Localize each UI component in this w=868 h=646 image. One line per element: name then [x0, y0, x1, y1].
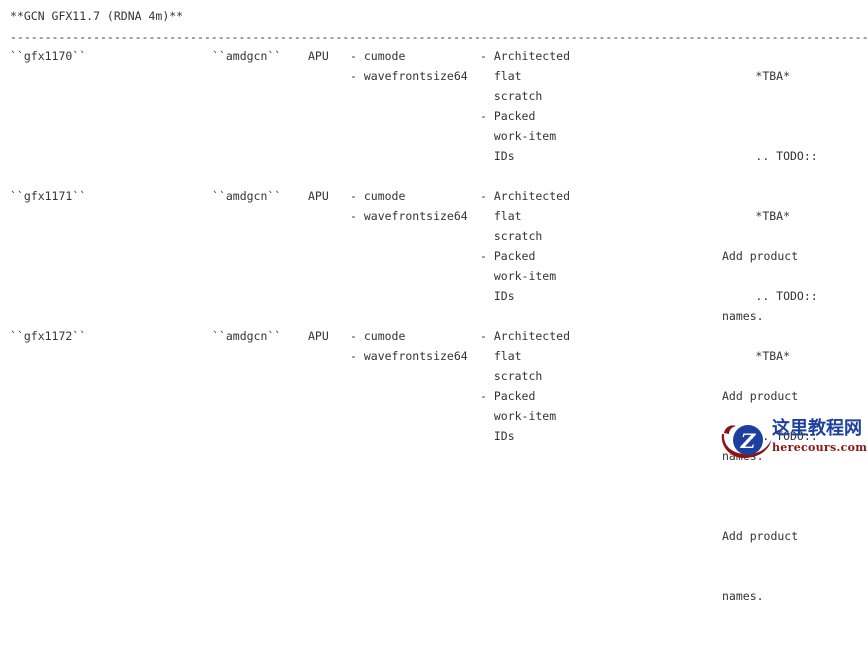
horizontal-rule: ----------------------------------------… [10, 31, 868, 43]
products-tba: *TBA* [755, 209, 791, 223]
cell-address-spaces: - Architected flat scratch - Packed work… [480, 329, 571, 443]
cell-target-triple: ``amdgcn`` [212, 49, 282, 63]
products-note-line-2: names. [722, 589, 764, 603]
table-row: ``gfx1172`` ``amdgcn`` APU - cumode - wa… [0, 326, 868, 603]
cell-target-kind: APU [308, 49, 329, 63]
products-tba: *TBA* [755, 69, 791, 83]
cell-products: *TBA* .. TODO:: Add product names. [700, 46, 868, 366]
products-spacer [700, 106, 868, 126]
cell-target-kind: APU [308, 329, 329, 343]
cell-target-features: - cumode - wavefrontsize64 [350, 329, 468, 363]
cell-target-features: - cumode - wavefrontsize64 [350, 49, 468, 83]
products-todo: .. TODO:: [755, 429, 818, 443]
table-row: ``gfx1171`` ``amdgcn`` APU - cumode - wa… [0, 186, 868, 463]
cell-target-triple: ``amdgcn`` [212, 329, 282, 343]
cell-address-spaces: - Architected flat scratch - Packed work… [480, 49, 571, 163]
table-row: ``gfx1170`` ``amdgcn`` APU - cumode - wa… [0, 46, 868, 323]
gpu-target-table: ``gfx1170`` ``amdgcn`` APU - cumode - wa… [0, 46, 868, 603]
cell-processor: ``gfx1170`` [10, 49, 87, 63]
cell-target-features: - cumode - wavefrontsize64 [350, 189, 468, 223]
products-spacer [700, 246, 868, 266]
cell-address-spaces: - Architected flat scratch - Packed work… [480, 189, 571, 303]
section-title: **GCN GFX11.7 (RDNA 4m)** [10, 9, 184, 23]
products-todo: .. TODO:: [755, 149, 818, 163]
cell-target-kind: APU [308, 189, 329, 203]
products-note-line-2: names. [722, 309, 764, 323]
products-spacer [700, 386, 868, 406]
cell-processor: ``gfx1172`` [10, 329, 87, 343]
products-spacer [700, 466, 868, 486]
documentation-page: **GCN GFX11.7 (RDNA 4m)** --------------… [10, 9, 868, 603]
products-note-line-1: Add product [722, 389, 799, 403]
products-note-line-1: Add product [722, 249, 799, 263]
products-tba: *TBA* [755, 349, 791, 363]
products-note-line-1: Add product [722, 529, 799, 543]
cell-target-triple: ``amdgcn`` [212, 189, 282, 203]
cell-processor: ``gfx1171`` [10, 189, 87, 203]
products-todo: .. TODO:: [755, 289, 818, 303]
cell-products: *TBA* .. TODO:: Add product names. [700, 186, 868, 506]
cell-products: *TBA* .. TODO:: Add product names. [700, 326, 868, 646]
